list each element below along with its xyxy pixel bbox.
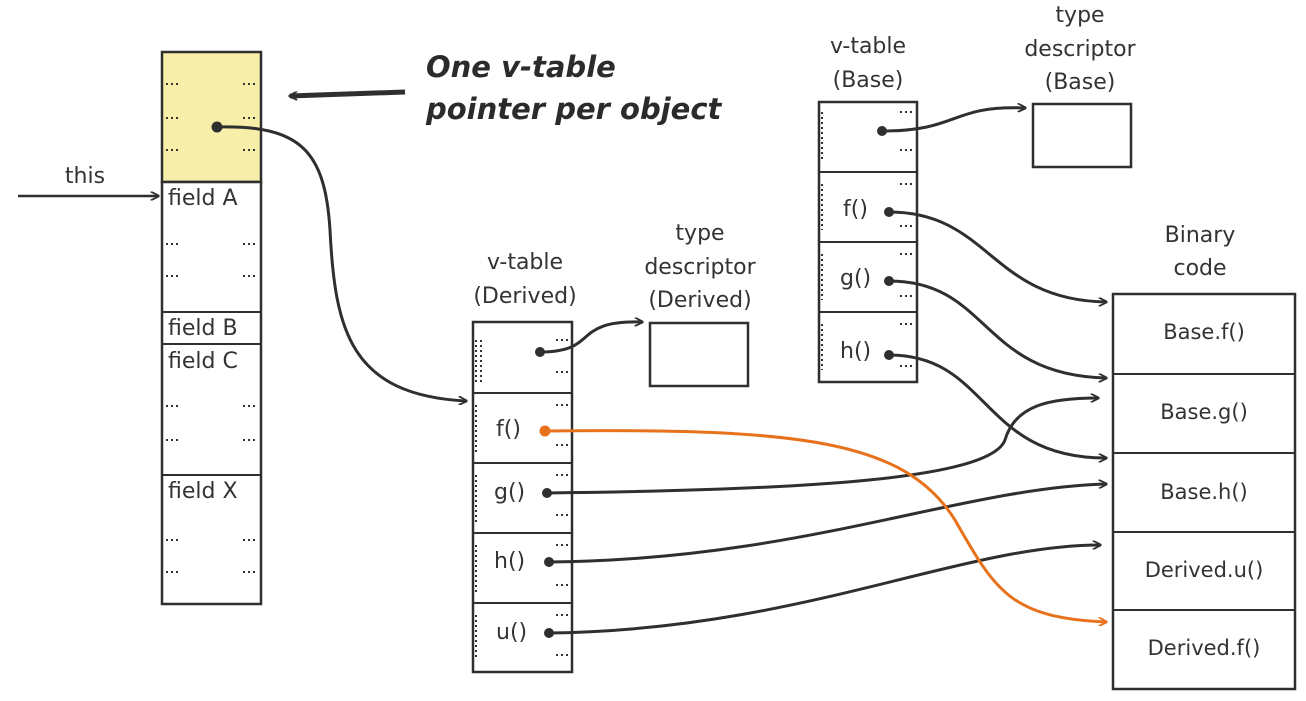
callout-line1: One v-table [426,50,616,84]
vptr-dot [211,121,223,133]
code-derived-f: Derived.f() [1147,636,1261,660]
base-h-to-base-h-arrow [888,353,1106,458]
derived-g-to-base-g-arrow [546,398,1098,495]
field-a-label: field A [168,186,238,211]
vtable-derived-title-line1: v-table [486,250,564,275]
derived-entry-f: f() [496,417,521,442]
code-base-f: Base.f() [1163,320,1245,344]
field-b-label: field B [168,316,238,341]
this-label: this [64,164,106,189]
type-descriptor-derived-line3: (Derived) [648,288,752,313]
callout-arrow [290,89,406,96]
type-descriptor-base-line1: type [1055,3,1105,28]
base-entry-g: g() [840,266,872,291]
type-descriptor-derived-line2: descriptor [644,255,756,280]
callout-line2: pointer per object [426,92,722,126]
base-g-to-base-g-arrow [888,279,1106,378]
derived-h-to-base-h-arrow [548,484,1106,564]
vtable-derived [471,320,574,674]
derived-entry-h: h() [494,549,526,574]
vtable-base-title-line1: v-table [829,34,907,59]
derived-entry-u: u() [496,620,528,645]
field-c-label: field C [168,349,238,374]
dotted-filler [166,83,257,573]
vtable-base-title-line2: (Base) [832,68,904,93]
type-descriptor-base-line3: (Base) [1044,70,1116,95]
type-descriptor-derived-line1: type [675,221,725,246]
type-descriptor-base-line2: descriptor [1024,37,1136,62]
field-x-label: field X [168,479,238,504]
type-descriptor-base-box [1031,102,1133,169]
vptr-to-vtable-arrow [216,125,466,401]
vtable-derived-title-line2: (Derived) [473,284,577,309]
base-f-to-base-f-arrow [888,210,1106,302]
code-base-h: Base.h() [1160,480,1248,504]
base-entry-f: f() [843,197,868,222]
code-base-g: Base.g() [1160,400,1248,424]
binary-code-title-line1: Binary [1164,223,1236,248]
object-body [160,180,263,606]
vtable-base [817,100,919,384]
derived-entry-g: g() [494,480,526,505]
base-entry-h: h() [840,339,872,364]
derived-u-to-derived-u-arrow [548,545,1100,635]
derived-typeptr-arrow [539,322,642,354]
base-typeptr-arrow [881,108,1025,133]
binary-code-title-line2: code [1173,256,1227,281]
binary-code-column [1111,292,1297,691]
derived-f-override-arrow [544,429,1106,622]
object-layout [160,50,263,606]
code-derived-u: Derived.u() [1144,558,1264,582]
type-descriptor-derived-box [648,321,750,388]
